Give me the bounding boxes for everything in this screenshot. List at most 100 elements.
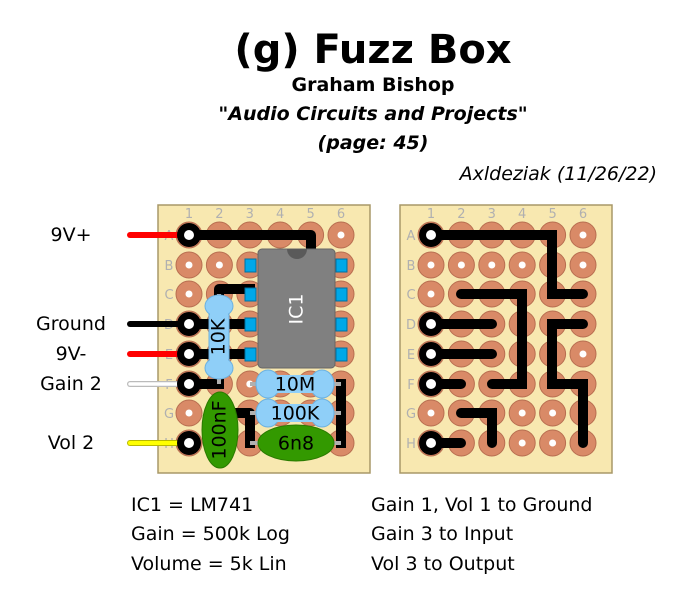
note-volume: Volume = 5k Lin bbox=[131, 553, 287, 575]
row-label: G bbox=[406, 407, 416, 422]
resistor-10k-label: 10K bbox=[208, 318, 230, 355]
board-background bbox=[399, 204, 613, 474]
capacitor-100nf-label: 100nF bbox=[209, 400, 231, 459]
pad-hole bbox=[457, 261, 465, 269]
open-quote: " bbox=[218, 103, 229, 125]
link-c2-c3 bbox=[214, 284, 255, 299]
wire-label-ground: Ground bbox=[36, 313, 106, 335]
terminal-hole bbox=[184, 438, 194, 448]
resistor-10m: 10M bbox=[250, 369, 341, 399]
pad-hole bbox=[579, 261, 587, 269]
ic-pin bbox=[335, 347, 348, 362]
row-label: D bbox=[406, 318, 416, 333]
track-g bbox=[456, 408, 497, 448]
resistor-100k: 100K bbox=[250, 398, 341, 428]
book-title: "Audio Circuits and Projects" bbox=[24, 102, 698, 126]
pad-hole bbox=[427, 261, 435, 269]
pad-hole bbox=[579, 231, 587, 239]
row-label: E bbox=[407, 348, 415, 363]
pad-hole bbox=[488, 261, 496, 269]
track-a bbox=[426, 230, 588, 299]
book-name: Audio Circuits and Projects bbox=[228, 103, 518, 125]
column-label: 4 bbox=[518, 207, 526, 222]
terminal-hole bbox=[184, 349, 194, 359]
wire-label-9v-minus: 9V- bbox=[55, 343, 87, 365]
ic-label: IC1 bbox=[286, 294, 308, 325]
pad-hole bbox=[337, 231, 345, 239]
ic-pin bbox=[335, 317, 348, 332]
row-label: C bbox=[406, 288, 415, 303]
row-label: C bbox=[164, 288, 173, 303]
pad-hole bbox=[579, 350, 587, 358]
ic-pin bbox=[244, 317, 257, 332]
ic-pin bbox=[335, 258, 348, 273]
column-label: 4 bbox=[276, 207, 284, 222]
ic-pin bbox=[244, 347, 257, 362]
column-label: 2 bbox=[215, 207, 223, 222]
pad-hole bbox=[215, 261, 223, 269]
terminal-hole bbox=[426, 349, 436, 359]
capacitor-6n8-label: 6n8 bbox=[278, 433, 314, 455]
resistor-10m-label: 10M bbox=[275, 374, 316, 396]
ic-notch bbox=[287, 249, 307, 259]
track-c bbox=[456, 289, 527, 389]
wire-label-gain-2: Gain 2 bbox=[40, 373, 102, 395]
pad-hole bbox=[185, 290, 193, 298]
page-title: (g) Fuzz Box bbox=[234, 27, 512, 73]
track-d6-h6 bbox=[547, 319, 588, 448]
terminal-hole bbox=[426, 438, 436, 448]
row-label: F bbox=[407, 378, 414, 393]
terminal-hole bbox=[184, 319, 194, 329]
terminal-hole bbox=[426, 379, 436, 389]
note-output: Vol 3 to Output bbox=[371, 553, 515, 575]
pad-hole bbox=[518, 439, 526, 447]
column-label: 3 bbox=[246, 207, 254, 222]
row-label: A bbox=[407, 229, 416, 244]
capacitor-100nf: 100nF bbox=[201, 391, 239, 469]
column-label: 2 bbox=[457, 207, 465, 222]
row-label: H bbox=[406, 437, 416, 452]
column-label: 6 bbox=[579, 207, 587, 222]
pad-hole bbox=[427, 290, 435, 298]
pad-hole bbox=[549, 409, 557, 417]
credit-line: Axldeziak (11/26/22) bbox=[459, 163, 657, 185]
resistor-10k: 10K bbox=[204, 294, 234, 384]
capacitor-6n8: 6n8 bbox=[250, 424, 341, 462]
column-label: 6 bbox=[337, 207, 345, 222]
terminal-hole bbox=[426, 319, 436, 329]
note-input: Gain 3 to Input bbox=[371, 523, 514, 545]
ic-pin bbox=[244, 258, 257, 273]
author-name: Graham Bishop bbox=[291, 74, 455, 96]
column-label: 1 bbox=[427, 207, 435, 222]
wire-label-9v-plus: 9V+ bbox=[50, 224, 92, 246]
ic1-chip: IC1 bbox=[244, 248, 348, 369]
resistor-100k-label: 100K bbox=[271, 403, 320, 425]
pad-hole bbox=[185, 261, 193, 269]
terminal-hole bbox=[184, 379, 194, 389]
column-label: 5 bbox=[548, 207, 556, 222]
note-gain: Gain = 500k Log bbox=[131, 523, 290, 545]
column-label: 5 bbox=[306, 207, 314, 222]
row-label: G bbox=[164, 407, 174, 422]
note-ground: Gain 1, Vol 1 to Ground bbox=[371, 494, 593, 516]
close-quote: " bbox=[517, 103, 528, 125]
wire-terminals bbox=[177, 223, 201, 455]
note-ic1: IC1 = LM741 bbox=[131, 494, 254, 516]
pad-hole bbox=[549, 439, 557, 447]
page-reference: (page: 45) bbox=[317, 132, 429, 154]
pad-hole bbox=[518, 261, 526, 269]
wire-label-vol-2: Vol 2 bbox=[47, 432, 95, 454]
ic-pin bbox=[335, 287, 348, 302]
wire-terminals bbox=[419, 223, 443, 455]
ic-pin bbox=[244, 287, 257, 302]
pad-hole bbox=[185, 409, 193, 417]
terminal-hole bbox=[184, 230, 194, 240]
pad-hole bbox=[427, 409, 435, 417]
row-label: B bbox=[165, 259, 174, 274]
